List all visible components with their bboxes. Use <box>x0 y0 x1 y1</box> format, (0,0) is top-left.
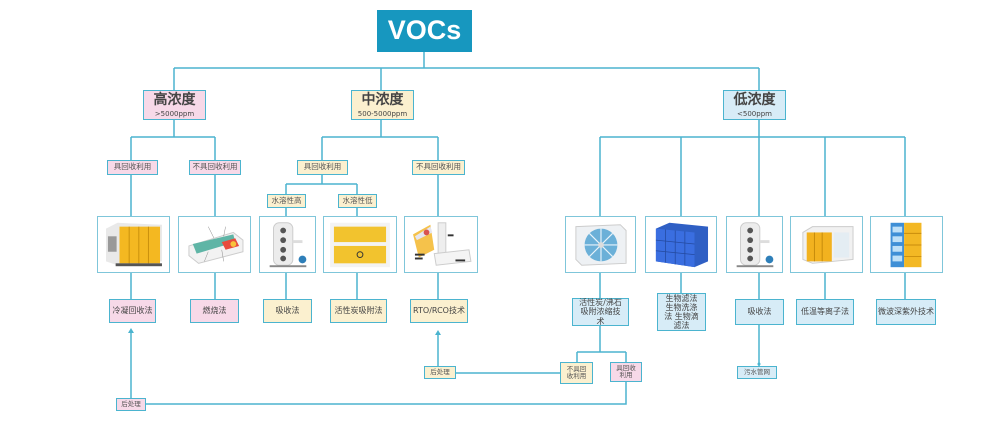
method-condensation-recovery: 冷凝回收法 <box>109 299 156 323</box>
uv-unit-icon <box>890 222 922 268</box>
absorption-tower-icon <box>736 222 774 268</box>
method-label: 燃烧法 <box>202 306 227 316</box>
level-high-range: >5000ppm <box>154 109 195 118</box>
equipment-image-rto <box>404 216 478 273</box>
post-branch-non-recyclable: 不具回收利用 <box>560 362 593 384</box>
method-label: 吸收法 <box>747 307 772 317</box>
equipment-image-absorption-mid <box>259 216 316 273</box>
level-low-title: 低浓度 <box>733 92 776 109</box>
branch-label: 不具回收利用 <box>566 364 587 380</box>
method-biological: 生物滤法 生物洗涤法 生物滴滤法 <box>657 293 706 331</box>
mid-sub-high-solubility: 水溶性高 <box>267 194 306 208</box>
level-mid: 中浓度 500-5000ppm <box>351 90 414 120</box>
equipment-image-zeolite-rotor <box>565 216 636 273</box>
high-branch-recyclable: 具回收利用 <box>107 160 158 175</box>
mid-branch-recyclable: 具回收利用 <box>297 160 348 175</box>
method-activated-carbon: 活性炭吸附法 <box>330 299 387 323</box>
condenser-unit-icon <box>106 222 162 267</box>
sewer-label: 污水管网 <box>744 367 770 376</box>
bio-filter-tank-icon <box>655 222 709 268</box>
equipment-image-biofilter <box>645 216 717 273</box>
method-label: 低温等离子法 <box>801 307 849 317</box>
branch-label: 具回收利用 <box>113 162 152 172</box>
method-rto-rco: RTO/RCO技术 <box>410 299 468 323</box>
method-absorption-mid: 吸收法 <box>263 299 312 323</box>
method-low-temp-plasma: 低温等离子法 <box>796 299 854 325</box>
post-treatment-high: 后处理 <box>116 398 146 411</box>
branch-label: 具回收利用 <box>303 162 342 172</box>
activated-carbon-box-icon <box>330 222 390 268</box>
branch-label: 水溶性低 <box>342 195 373 205</box>
level-mid-title: 中浓度 <box>361 92 404 109</box>
branch-label: 水溶性高 <box>271 195 302 205</box>
branch-label: 不具回收利用 <box>192 162 238 172</box>
combustion-chamber-icon <box>188 226 244 264</box>
method-label: 吸收法 <box>275 306 300 316</box>
branch-label: 具回收利用 <box>616 363 636 379</box>
level-mid-range: 500-5000ppm <box>357 109 408 118</box>
method-label: 生物滤法 生物洗涤法 生物滴滤法 <box>664 293 699 331</box>
equipment-image-condenser <box>97 216 170 273</box>
post-treatment-label: 后处理 <box>121 399 141 408</box>
method-label: 活性炭吸附法 <box>334 306 383 316</box>
method-label: 冷凝回收法 <box>112 306 153 316</box>
root-node-vocs: VOCs <box>377 10 472 52</box>
method-zeolite-concentration: 活性炭/沸石 吸附浓缩技术 <box>572 298 629 326</box>
absorption-tower-icon <box>269 222 307 268</box>
mid-sub-low-solubility: 水溶性低 <box>338 194 377 208</box>
level-low: 低浓度 <500ppm <box>723 90 786 120</box>
method-label: 活性炭/沸石 吸附浓缩技术 <box>579 298 622 326</box>
method-combustion: 燃烧法 <box>190 299 239 323</box>
method-absorption-low: 吸收法 <box>735 299 784 325</box>
equipment-image-activated-carbon <box>323 216 397 273</box>
equipment-image-combustion <box>178 216 251 273</box>
equipment-image-uv <box>870 216 943 273</box>
plasma-unit-icon <box>802 226 854 264</box>
zeolite-rotor-icon <box>575 224 627 266</box>
equipment-image-absorption-low <box>726 216 783 273</box>
rto-furnace-icon <box>413 222 472 266</box>
method-label: 微波深紫外技术 <box>878 307 934 317</box>
equipment-image-plasma <box>790 216 863 273</box>
method-label: RTO/RCO技术 <box>413 306 465 316</box>
branch-label: 不具回收利用 <box>416 162 461 172</box>
level-high: 高浓度 >5000ppm <box>143 90 206 120</box>
method-microwave-uv: 微波深紫外技术 <box>876 299 936 325</box>
root-label: VOCs <box>387 15 462 46</box>
level-low-range: <500ppm <box>737 109 772 118</box>
mid-branch-non-recyclable: 不具回收利用 <box>412 160 465 175</box>
sewer-network: 污水管网 <box>737 366 777 379</box>
post-treatment-label: 后处理 <box>430 367 450 376</box>
high-branch-non-recyclable: 不具回收利用 <box>189 160 241 175</box>
level-high-title: 高浓度 <box>153 92 196 109</box>
post-treatment-mid: 后处理 <box>424 366 456 379</box>
post-branch-recyclable: 具回收利用 <box>610 362 642 382</box>
